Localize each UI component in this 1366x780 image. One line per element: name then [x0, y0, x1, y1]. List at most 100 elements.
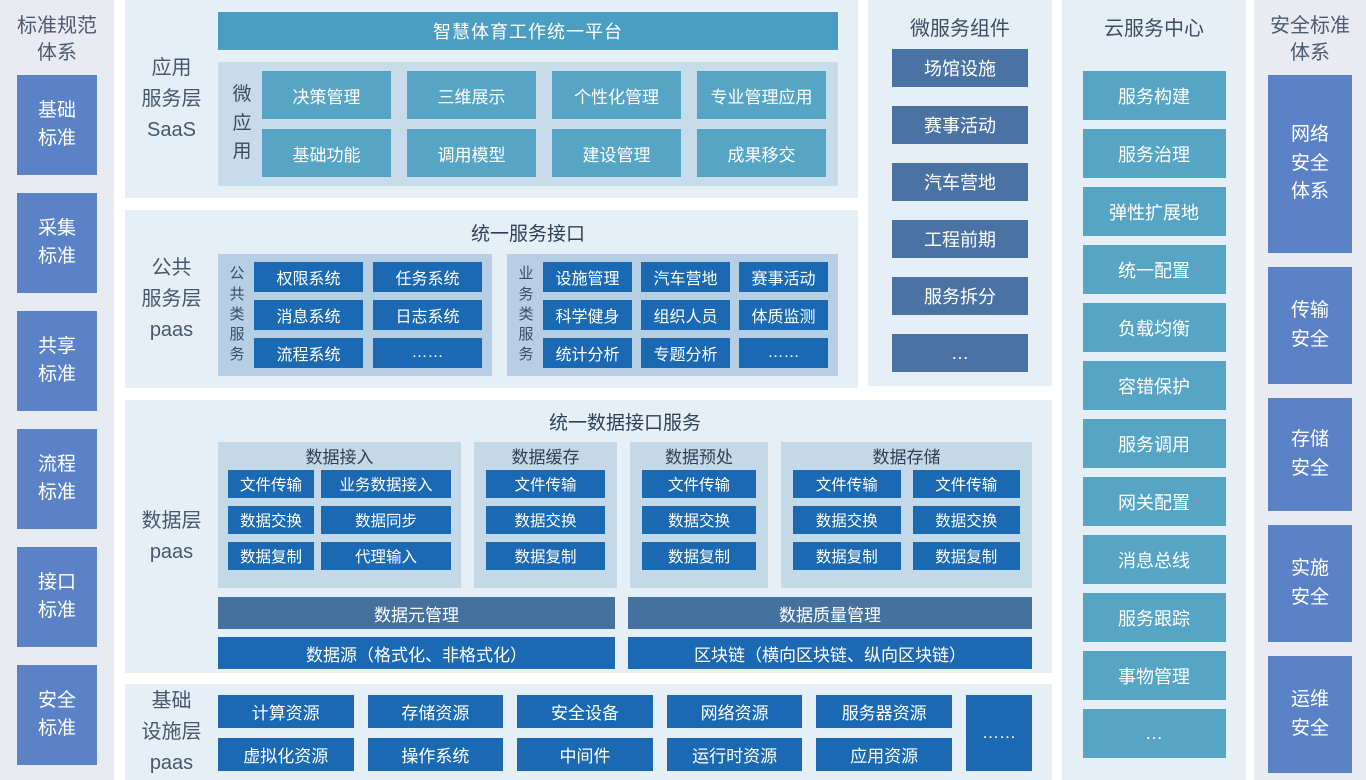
infra-button: 存储资源	[367, 695, 504, 728]
microservice-item: 服务拆分	[892, 277, 1028, 315]
data-preprocess-grid: 文件传输 数据交换 数据复制	[642, 470, 756, 570]
data-button: 数据同步	[321, 506, 451, 534]
data-preprocess-panel: 数据预处 文件传输 数据交换 数据复制	[630, 442, 768, 588]
platform-title-bar: 智慧体育工作统一平台	[218, 12, 838, 50]
data-source-bar: 数据源（格式化、非格式化）	[218, 637, 615, 669]
standard-item: 共享 标准	[17, 311, 97, 411]
micro-apps-grid: 决策管理 三维展示 个性化管理 专业管理应用 基础功能 调用模型 建设管理 成果…	[262, 71, 826, 177]
security-item: 实施 安全	[1268, 525, 1352, 642]
data-button: 文件传输	[642, 470, 756, 498]
infra-button: 中间件	[517, 738, 653, 771]
app-button: 决策管理	[262, 71, 391, 119]
cloud-item: 网关配置	[1082, 477, 1226, 526]
app-button: 个性化管理	[552, 71, 681, 119]
data-group-title: 数据预处	[665, 448, 733, 467]
app-button: 三维展示	[407, 71, 536, 119]
cloud-item: 消息总线	[1082, 535, 1226, 584]
standards-list: 基础 标准 采集 标准 共享 标准 流程 标准 接口 标准 安全 标准	[0, 75, 114, 765]
data-button: 数据交换	[912, 506, 1020, 534]
data-button: 代理输入	[321, 542, 451, 570]
cloud-item: 服务调用	[1082, 419, 1226, 468]
infra-button: 应用资源	[816, 738, 952, 771]
cloud-center-panel: 云服务中心 服务构建 服务治理 弹性扩展地 统一配置 负载均衡 容错保护 服务调…	[1062, 0, 1246, 780]
unified-data-interface-title: 统一数据接口服务	[548, 413, 701, 434]
infra-button: 虚拟化资源	[218, 738, 354, 771]
standards-system-panel: 标准规范 体系 基础 标准 采集 标准 共享 标准 流程 标准 接口 标准 安全…	[0, 0, 114, 780]
infra-button: 服务器资源	[816, 695, 952, 728]
service-button: 专题分析	[641, 338, 730, 368]
service-button: 日志系统	[373, 300, 482, 330]
infrastructure-grid: 计算资源 存储资源 安全设备 网络资源 服务器资源 …… 虚拟化资源 操作系统 …	[218, 695, 1032, 771]
data-layer-section: 数据层 paas 统一数据接口服务 数据接入 文件传输 业务数据接入 数据交换 …	[125, 400, 1052, 673]
micro-apps-vertical-label: 微应用	[232, 84, 252, 163]
data-button: 文件传输	[486, 470, 605, 498]
data-button: 数据复制	[912, 542, 1020, 570]
data-layer-label: 数据层 paas	[141, 509, 202, 563]
public-service-layer-section: 公共 服务层 paas 统一服务接口 公共类服务 权限系统 任务系统 消息系统 …	[125, 210, 858, 388]
data-button: 数据复制	[642, 542, 756, 570]
blockchain-bar: 区块链（横向区块链、纵向区块链）	[628, 637, 1032, 669]
service-button: 赛事活动	[739, 262, 828, 292]
microservices-list: 场馆设施 赛事活动 汽车营地 工程前期 服务拆分 …	[868, 49, 1052, 372]
data-storage-grid: 文件传输 文件传输 数据交换 数据交换 数据复制 数据复制	[793, 470, 1020, 570]
data-group-title: 数据接入	[305, 448, 374, 467]
infra-button: 网络资源	[666, 695, 803, 728]
microservice-more: …	[892, 334, 1028, 372]
public-services-grid: 权限系统 任务系统 消息系统 日志系统 流程系统 ……	[254, 262, 482, 368]
business-services-vertical-label: 业务类服务	[518, 265, 534, 364]
business-services-grid: 设施管理 汽车营地 赛事活动 科学健身 组织人员 体质监测 统计分析 专题分析 …	[543, 262, 828, 368]
saas-layer-section: 应用 服务层 SaaS 智慧体育工作统一平台 微应用 决策管理 三维展示 个性化…	[125, 0, 858, 198]
cloud-item: 负载均衡	[1082, 303, 1226, 352]
cloud-center-title: 云服务中心	[1104, 18, 1204, 40]
micro-apps-panel: 微应用 决策管理 三维展示 个性化管理 专业管理应用 基础功能 调用模型 建设管…	[218, 62, 838, 186]
service-button: 消息系统	[254, 300, 363, 330]
microservice-item: 汽车营地	[892, 163, 1028, 201]
service-button: 流程系统	[254, 338, 363, 368]
microservice-item: 场馆设施	[892, 49, 1028, 87]
infra-button: 运行时资源	[666, 738, 803, 771]
cloud-item: 服务治理	[1082, 129, 1226, 178]
data-quality-management-bar: 数据质量管理	[628, 597, 1032, 629]
cloud-item: 容错保护	[1082, 361, 1226, 410]
data-button: 数据复制	[793, 542, 901, 570]
service-button: 设施管理	[543, 262, 632, 292]
data-button: 数据复制	[486, 542, 605, 570]
standard-item: 接口 标准	[17, 547, 97, 647]
data-button: 业务数据接入	[321, 470, 451, 498]
data-cache-panel: 数据缓存 文件传输 数据交换 数据复制	[474, 442, 617, 588]
service-button: 体质监测	[739, 300, 828, 330]
saas-layer-label: 应用 服务层 SaaS	[141, 56, 202, 141]
security-item: 运维 安全	[1268, 656, 1352, 773]
service-button: 统计分析	[543, 338, 632, 368]
public-services-vertical-label: 公共类服务	[229, 265, 245, 364]
cloud-item: 统一配置	[1082, 245, 1226, 294]
service-button: ……	[739, 338, 828, 368]
data-access-panel: 数据接入 文件传输 业务数据接入 数据交换 数据同步 数据复制 代理输入	[218, 442, 461, 588]
business-services-panel: 业务类服务 设施管理 汽车营地 赛事活动 科学健身 组织人员 体质监测 统计分析…	[507, 254, 838, 376]
security-standards-panel: 安全标准 体系 网络 安全 体系 传输 安全 存储 安全 实施 安全 运维 安全	[1254, 0, 1366, 780]
security-item: 传输 安全	[1268, 267, 1352, 384]
app-button: 建设管理	[552, 129, 681, 177]
service-button: 任务系统	[373, 262, 482, 292]
standard-item: 流程 标准	[17, 429, 97, 529]
infra-button: 操作系统	[367, 738, 504, 771]
data-cache-grid: 文件传输 数据交换 数据复制	[486, 470, 605, 570]
microservice-item: 工程前期	[892, 220, 1028, 258]
cloud-item: 服务构建	[1082, 71, 1226, 120]
security-standards-title: 安全标准 体系	[1270, 15, 1350, 64]
data-button: 文件传输	[912, 470, 1020, 498]
data-button: 数据交换	[228, 506, 314, 534]
infrastructure-layer-label: 基础 设施层 paas	[141, 689, 202, 774]
unified-service-interface-title: 统一服务接口	[470, 224, 585, 245]
data-button: 数据复制	[228, 542, 314, 570]
app-button: 专业管理应用	[697, 71, 826, 119]
data-meta-management-bar: 数据元管理	[218, 597, 615, 629]
public-services-panel: 公共类服务 权限系统 任务系统 消息系统 日志系统 流程系统 ……	[218, 254, 492, 376]
infrastructure-layer-section: 基础 设施层 paas 计算资源 存储资源 安全设备 网络资源 服务器资源 ………	[125, 684, 1052, 780]
security-item: 存储 安全	[1268, 398, 1352, 511]
data-group-title: 数据存储	[872, 448, 941, 467]
service-button: 汽车营地	[641, 262, 730, 292]
cloud-item: 事物管理	[1082, 651, 1226, 700]
security-standards-list: 网络 安全 体系 传输 安全 存储 安全 实施 安全 运维 安全	[1254, 75, 1366, 773]
security-item: 网络 安全 体系	[1268, 75, 1352, 253]
